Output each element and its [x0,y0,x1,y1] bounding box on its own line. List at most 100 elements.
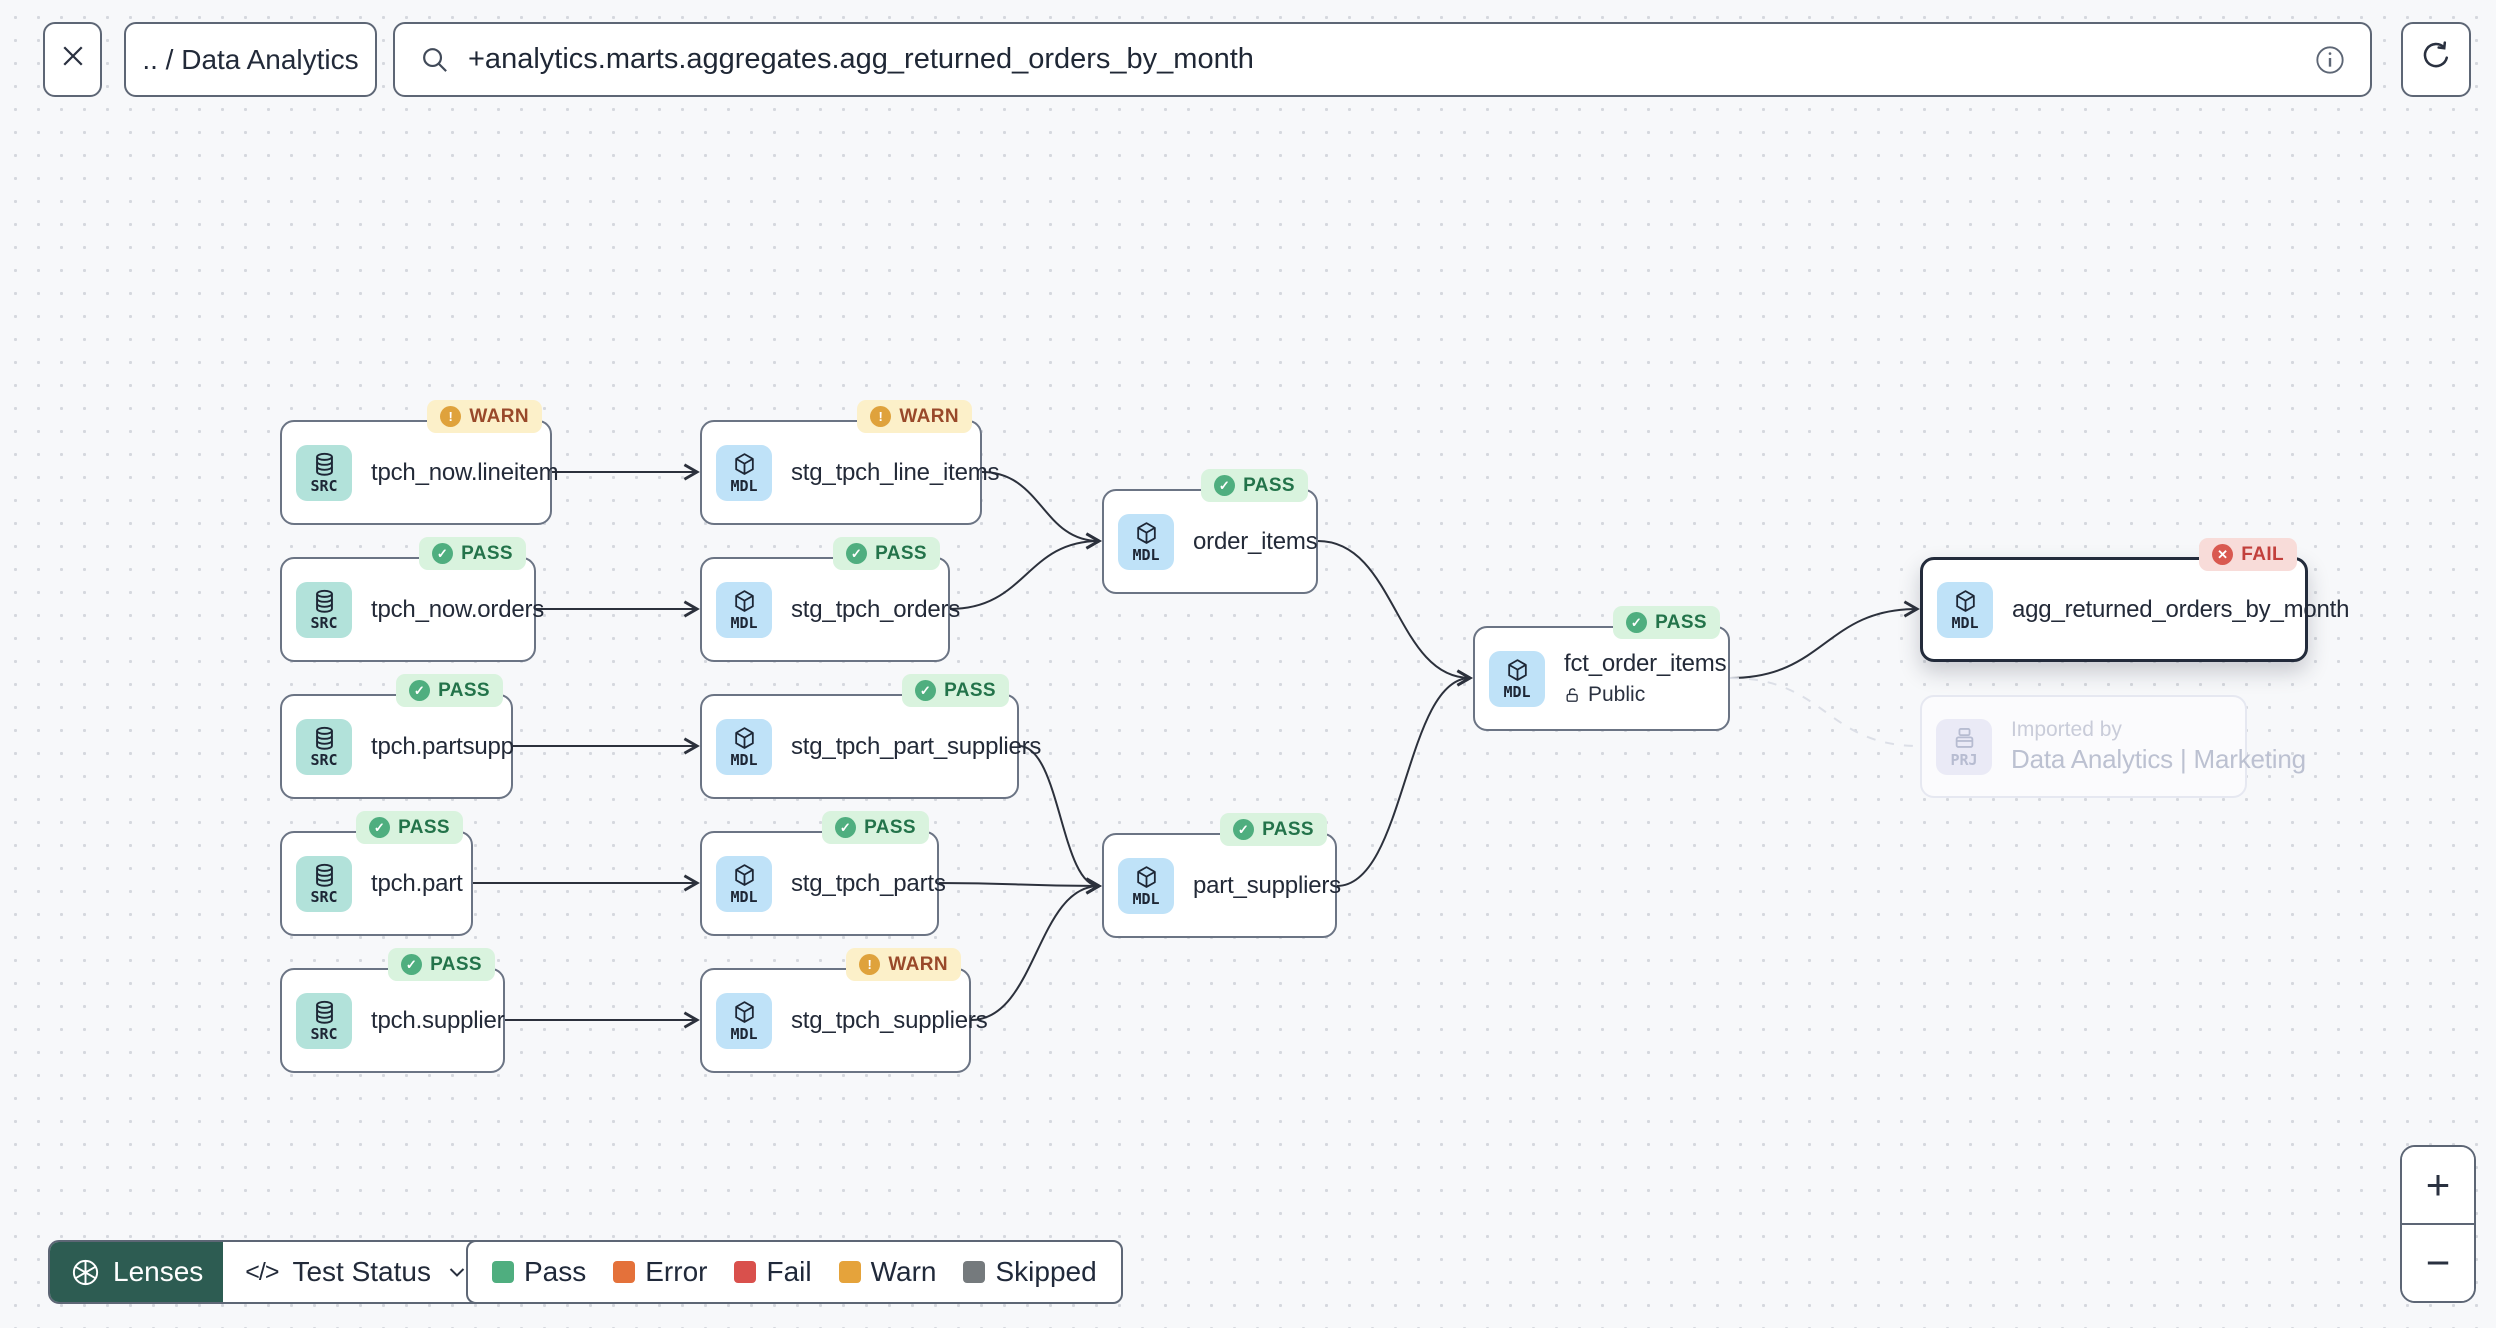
aperture-icon [70,1257,101,1288]
status-badge-pass: ✓PASS [1201,469,1308,502]
node-text: tpch_now.lineitem [371,458,559,488]
node-label: Data Analytics | Marketing [2011,744,2306,775]
status-glyph-icon: ✓ [369,817,391,838]
status-glyph-icon: ! [870,406,892,427]
status-badge-pass: ✓PASS [822,811,929,844]
node-label: part_suppliers [1193,871,1341,899]
lineage-edge [1336,669,1473,887]
lineage-edge [949,532,1102,610]
lens-selector[interactable]: </> Test Status [223,1242,491,1302]
cube-icon: MDL [1937,581,1993,638]
node-label: tpch.part [371,869,463,897]
cube-icon: MDL [716,992,772,1049]
lineage-edge [1317,540,1473,687]
node-label: order_items [1193,527,1318,555]
node-text: stg_tpch_suppliers [791,1006,988,1036]
node-text: tpch.part [371,869,463,899]
node-label: tpch.supplier [371,1006,505,1034]
zoom-out-button[interactable]: − [2402,1225,2474,1301]
legend-item-warn: Warn [838,1256,936,1288]
lineage-node-stg_tpch_suppliers[interactable]: !WARN MDL stg_tpch_suppliers [700,948,988,1073]
legend-swatch [838,1261,861,1283]
status-glyph-icon: ✓ [1233,819,1255,840]
node-type-label: SRC [310,614,338,632]
info-icon[interactable] [2314,44,2346,76]
status-badge-warn: !WARN [846,948,961,981]
node-text: tpch.supplier [371,1006,505,1036]
lenses-label: Lenses [113,1256,204,1287]
database-icon: SRC [296,581,352,638]
status-badge-pass: ✓PASS [902,674,1009,707]
zoom-in-button[interactable]: + [2402,1147,2474,1225]
node-type-label: MDL [1132,890,1160,908]
status-glyph-icon: ! [440,406,462,427]
status-badge-warn: !WARN [427,400,542,433]
legend-swatch [963,1261,986,1283]
refresh-icon [2419,39,2453,80]
close-button[interactable] [43,22,102,97]
zoom-controls: + − [2400,1145,2476,1303]
refresh-button[interactable] [2401,22,2471,97]
project-icon: PRJ [1936,718,1992,775]
status-glyph-icon: ✓ [1626,612,1648,633]
node-type-label: SRC [310,1025,338,1043]
database-icon: SRC [296,992,352,1049]
node-label: fct_order_items [1564,649,1727,677]
status-glyph-icon: ! [859,954,881,975]
database-icon: SRC [296,718,352,775]
node-access: Public [1564,682,1726,708]
node-type-label: PRJ [1950,751,1978,769]
status-glyph-icon: ✓ [1214,475,1236,496]
node-text: order_items [1193,527,1318,557]
cube-icon: MDL [1118,857,1174,914]
database-icon: SRC [296,855,352,912]
breadcrumb[interactable]: .. / Data Analytics [124,22,377,97]
search-input[interactable] [468,43,2296,76]
close-icon [58,41,88,78]
node-label: stg_tpch_line_items [791,458,1000,486]
node-type-label: MDL [730,888,758,906]
database-icon: SRC [296,444,352,501]
node-type-label: MDL [730,751,758,769]
legend-swatch [492,1261,514,1283]
lineage-node-stg_tpch_parts[interactable]: ✓PASS MDL stg_tpch_parts [700,811,946,936]
node-type-label: SRC [310,477,338,495]
lineage-edge-dashed [1729,677,1920,747]
status-badge-pass: ✓PASS [396,674,503,707]
node-label: stg_tpch_orders [791,595,961,623]
legend-item-skipped: Skipped [963,1256,1097,1288]
lineage-edge [1018,745,1102,895]
lenses-button[interactable]: Lenses [50,1242,224,1302]
breadcrumb-label: .. / Data Analytics [142,43,359,75]
legend-label: Error [645,1256,708,1287]
search-bar[interactable] [393,22,2372,97]
node-text: tpch_now.orders [371,595,544,625]
lineage-node-tpch_now_lineitem[interactable]: !WARN SRC tpch_now.lineitem [280,400,559,525]
legend-swatch [613,1261,636,1283]
status-glyph-icon: ✕ [2212,544,2234,565]
status-badge-pass: ✓PASS [1220,813,1327,846]
lens-selector-label: Test Status [292,1256,431,1287]
status-badge-pass: ✓PASS [356,811,463,844]
node-text: stg_tpch_parts [791,869,946,899]
lineage-node-part_suppliers[interactable]: ✓PASS MDL part_suppliers [1102,813,1341,938]
status-badge-fail: ✕FAIL [2199,538,2297,571]
legend-item-fail: Fail [734,1256,812,1288]
node-type-label: MDL [730,477,758,495]
status-badge-pass: ✓PASS [1613,606,1720,639]
node-overline: Imported by [2011,718,2122,742]
legend-label: Skipped [995,1256,1097,1287]
node-type-label: SRC [310,751,338,769]
node-type-label: MDL [730,614,758,632]
